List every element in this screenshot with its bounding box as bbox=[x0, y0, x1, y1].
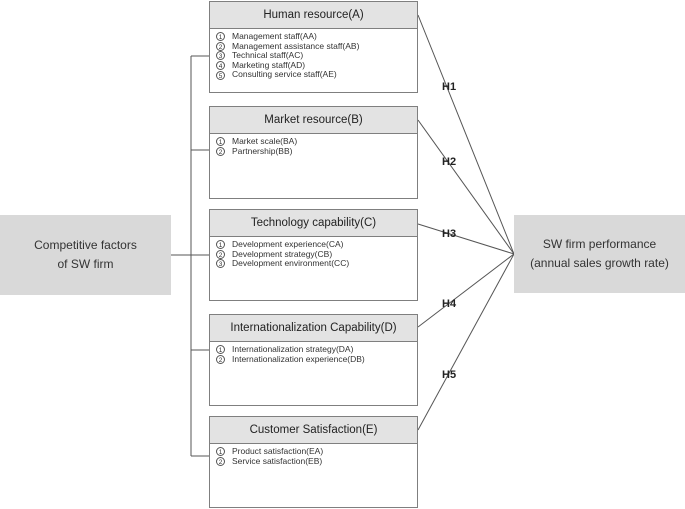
item-number: 1 bbox=[216, 447, 225, 457]
item-label: Management assistance staff(AB) bbox=[232, 40, 360, 51]
factor-item: 3 Technical staff(AC) bbox=[216, 51, 417, 61]
item-number: 1 bbox=[216, 32, 225, 42]
item-number: 3 bbox=[216, 51, 225, 61]
item-label: Development environment(CC) bbox=[232, 258, 350, 269]
item-number: 1 bbox=[216, 137, 225, 147]
factor-item: 5 Consulting service staff(AE) bbox=[216, 70, 417, 80]
hypothesis-label-h5: H5 bbox=[442, 369, 457, 381]
factor-item: 1 Product satisfaction(EA) bbox=[216, 446, 417, 457]
factor-item: 2 Management assistance staff(AB) bbox=[216, 40, 417, 52]
hypothesis-line-h3 bbox=[417, 223, 515, 255]
hypothesis-label-h2: H2 bbox=[442, 156, 457, 168]
factor-title: Internationalization Capability(D) bbox=[210, 315, 417, 342]
item-number: 2 bbox=[216, 249, 225, 259]
factor-item: 2 Partnership(BB) bbox=[216, 145, 417, 157]
factor-item: 1 Management staff(AA) bbox=[216, 31, 417, 42]
factor-item: 4 Marketing staff(AD) bbox=[216, 59, 417, 71]
competitive-factors-box: Competitive factors of SW firm bbox=[0, 215, 171, 295]
item-label: Development strategy(CB) bbox=[232, 248, 333, 259]
hypothesis-label-h1: H1 bbox=[442, 81, 457, 93]
item-number: 2 bbox=[216, 41, 225, 51]
item-number: 2 bbox=[216, 456, 225, 466]
hypothesis-label-h3: H3 bbox=[442, 228, 457, 240]
item-number: 3 bbox=[216, 259, 225, 269]
factor-box-market-resource: Market resource(B) 1 Market scale(BA) 2 Pa… bbox=[209, 106, 418, 199]
item-label: Product satisfaction(EA) bbox=[232, 446, 324, 456]
factor-item: 2 Internationalization experience(DB) bbox=[216, 353, 417, 365]
factor-item: 1 Market scale(BA) bbox=[216, 136, 417, 147]
performance-line2: (annual sales growth rate) bbox=[530, 256, 669, 270]
hypothesis-label-h4: H4 bbox=[442, 298, 457, 310]
item-label: Technical staff(AC) bbox=[232, 50, 304, 61]
competitive-factors-line1: Competitive factors bbox=[34, 238, 137, 252]
factor-item: 3 Development environment(CC) bbox=[216, 259, 417, 269]
item-label: Service satisfaction(EB) bbox=[232, 455, 323, 466]
factor-title: Technology capability(C) bbox=[210, 210, 417, 237]
item-number: 2 bbox=[216, 146, 225, 156]
item-label: Market scale(BA) bbox=[232, 136, 298, 146]
hypothesis-line-h1 bbox=[417, 14, 515, 255]
item-number: 5 bbox=[216, 70, 225, 80]
item-label: Partnership(BB) bbox=[232, 145, 293, 156]
item-number: 4 bbox=[216, 61, 225, 71]
hypothesis-line-h4 bbox=[417, 253, 515, 328]
item-label: Development experience(CA) bbox=[232, 239, 344, 249]
item-label: Consulting service staff(AE) bbox=[232, 69, 337, 80]
factor-item: 2 Service satisfaction(EB) bbox=[216, 455, 417, 467]
hypothesis-line-h5 bbox=[417, 253, 515, 431]
hypothesis-line-h2 bbox=[417, 119, 515, 255]
factor-box-technology-capability: Technology capability(C) 1 Development ex… bbox=[209, 209, 418, 301]
factor-title: Market resource(B) bbox=[210, 107, 417, 134]
item-label: Management staff(AA) bbox=[232, 31, 317, 41]
item-number: 1 bbox=[216, 240, 225, 250]
performance-line1: SW firm performance bbox=[542, 237, 657, 251]
factor-item: 1 Development experience(CA) bbox=[216, 239, 417, 250]
factor-box-customer-satisfaction: Customer Satisfaction(E) 1 Product satisf… bbox=[209, 416, 418, 508]
item-number: 2 bbox=[216, 354, 225, 364]
factor-title: Customer Satisfaction(E) bbox=[210, 417, 417, 444]
item-label: Marketing staff(AD) bbox=[232, 59, 306, 70]
competitive-factors-line2: of SW firm bbox=[57, 257, 114, 271]
factor-title: Human resource(A) bbox=[210, 2, 417, 29]
sw-firm-performance-box: SW firm performance (annual sales growth… bbox=[514, 215, 685, 293]
item-label: Internationalization strategy(DA) bbox=[232, 344, 354, 354]
factor-item: 1 Internationalization strategy(DA) bbox=[216, 344, 417, 355]
item-number: 1 bbox=[216, 345, 225, 355]
item-label: Internationalization experience(DB) bbox=[232, 353, 365, 364]
factor-item: 2 Development strategy(CB) bbox=[216, 248, 417, 260]
